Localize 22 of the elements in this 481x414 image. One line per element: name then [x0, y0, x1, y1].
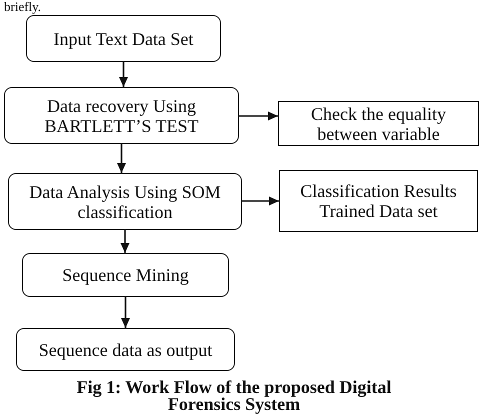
process-box — [22, 253, 229, 297]
arrow — [119, 62, 128, 87]
box-text: Sequence data as output — [38, 340, 212, 360]
arrow — [242, 196, 279, 206]
result-box — [278, 101, 479, 146]
box-text: Sequence Mining — [62, 265, 189, 285]
box-text: Data Analysis Using SOM classification — [28, 182, 222, 222]
arrow — [120, 230, 130, 253]
arrow — [239, 112, 278, 120]
arrow — [121, 297, 130, 328]
process-box — [8, 173, 242, 230]
process-box — [26, 15, 221, 62]
box-text: Data recovery Using BARTLETT’S TEST — [43, 96, 200, 136]
arrow — [117, 144, 126, 173]
body-text: briefly. — [4, 0, 42, 14]
process-box — [16, 328, 235, 371]
box-text: Check the equality between variable — [310, 104, 447, 144]
figure-caption: Fig 1: Work Flow of the proposed Digital Forensics System — [76, 379, 392, 413]
box-text: Classification Results Trained Data set — [299, 181, 458, 221]
result-box — [279, 170, 478, 232]
box-text: Input Text Data Set — [54, 28, 194, 48]
process-box — [4, 87, 239, 144]
